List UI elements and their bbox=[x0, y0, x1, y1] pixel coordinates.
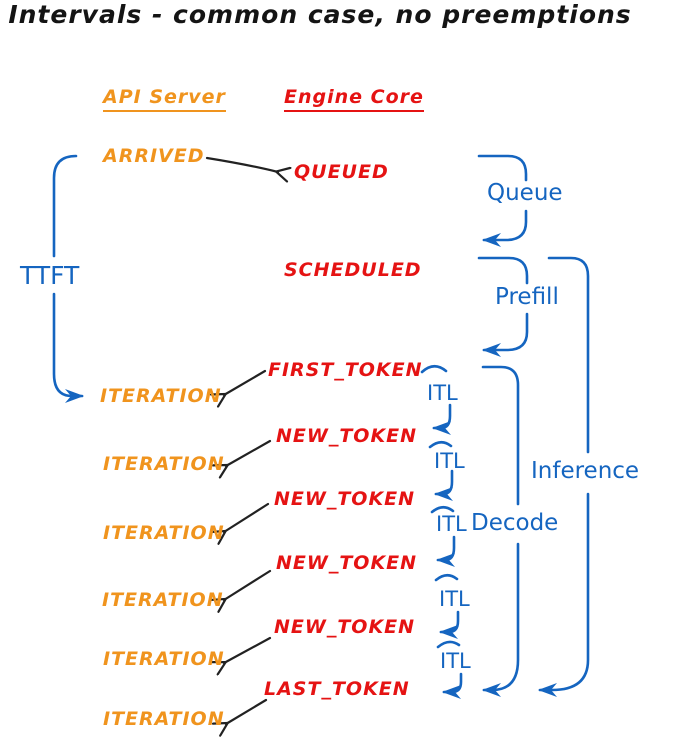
itl-bracket-3 bbox=[430, 505, 456, 567]
interval-label-itl-4: ITL bbox=[439, 587, 470, 611]
event-iteration-6: ITERATION bbox=[103, 708, 225, 730]
event-arrived: ARRIVED bbox=[103, 145, 205, 167]
queue-bracket bbox=[477, 154, 528, 247]
engine-core-header: Engine Core bbox=[284, 86, 424, 112]
itl-bracket-4 bbox=[434, 573, 460, 639]
event-iteration-5: ITERATION bbox=[103, 648, 225, 670]
interval-label-itl-2: ITL bbox=[434, 449, 465, 473]
event-iteration-4: ITERATION bbox=[102, 589, 224, 611]
interval-label-prefill: Prefill bbox=[495, 284, 559, 310]
arrow-first-token-to-iteration bbox=[224, 369, 267, 395]
diagram-title: Intervals - common case, no preemptions bbox=[8, 0, 632, 29]
event-scheduled: SCHEDULED bbox=[284, 259, 422, 281]
arrow-new-token4-to-iteration bbox=[224, 636, 272, 663]
event-new-token-1: NEW_TOKEN bbox=[276, 425, 418, 447]
arrow-last-token-to-iteration bbox=[226, 698, 268, 724]
event-first-token: FIRST_TOKEN bbox=[268, 359, 423, 381]
event-iteration-2: ITERATION bbox=[103, 453, 225, 475]
interval-label-itl-3: ITL bbox=[436, 512, 467, 536]
prefill-bracket bbox=[477, 256, 529, 357]
api-server-header: API Server bbox=[103, 86, 226, 112]
interval-label-inference: Inference bbox=[531, 458, 640, 484]
interval-label-itl-5: ITL bbox=[440, 649, 471, 673]
event-new-token-2: NEW_TOKEN bbox=[274, 488, 416, 510]
event-iteration-1: ITERATION bbox=[100, 385, 222, 407]
event-new-token-4: NEW_TOKEN bbox=[274, 616, 416, 638]
arrow-new-token1-to-iteration bbox=[226, 439, 272, 466]
itl-bracket-1 bbox=[420, 364, 452, 435]
itl-bracket-2 bbox=[428, 440, 454, 501]
interval-label-itl-1: ITL bbox=[427, 381, 458, 405]
interval-label-queue: Queue bbox=[487, 180, 563, 206]
arrow-new-token2-to-iteration bbox=[224, 502, 270, 532]
event-iteration-3: ITERATION bbox=[103, 522, 225, 544]
itl-bracket-5 bbox=[436, 640, 463, 699]
interval-label-decode: Decode bbox=[471, 510, 559, 536]
arrow-new-token3-to-iteration bbox=[224, 569, 272, 600]
inference-bracket bbox=[538, 256, 590, 697]
event-new-token-3: NEW_TOKEN bbox=[276, 552, 418, 574]
event-last-token: LAST_TOKEN bbox=[264, 678, 410, 700]
interval-label-ttft: TTFT bbox=[20, 261, 80, 290]
ttft-bracket bbox=[52, 154, 84, 403]
event-queued: QUEUED bbox=[294, 161, 389, 183]
arrow-arrived-to-queued bbox=[205, 156, 278, 172]
decode-bracket bbox=[481, 365, 520, 697]
